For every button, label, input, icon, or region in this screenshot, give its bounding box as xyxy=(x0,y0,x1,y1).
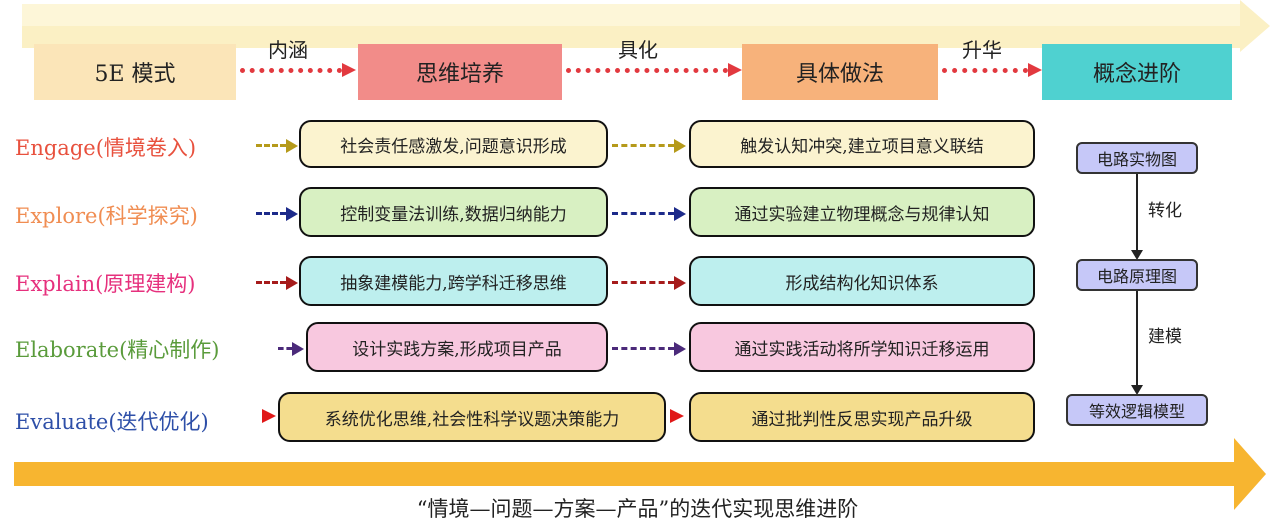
stage-label-evaluate: Evaluate(迭代优化) xyxy=(15,410,209,434)
arrowhead xyxy=(674,276,686,290)
top-progress-arrow xyxy=(22,0,1270,52)
arrow-explain-1 xyxy=(256,281,286,284)
arrow-elaborate-1 xyxy=(278,347,292,350)
concept-arrow-2 xyxy=(1136,291,1138,387)
arrowhead xyxy=(674,207,686,221)
arrowhead xyxy=(292,342,304,356)
arrowhead xyxy=(674,139,686,153)
header-box-5e: 5E 模式 xyxy=(34,44,236,100)
concept-arrow-1 xyxy=(1136,174,1138,252)
practice-text: 通过实践活动将所学知识迁移运用 xyxy=(734,339,990,360)
concept-step-label: 电路实物图 xyxy=(1096,150,1177,169)
arrowhead xyxy=(1131,385,1143,395)
stage-label-engage: Engage(情境卷入) xyxy=(15,136,197,160)
connector-label-connotation: 内涵 xyxy=(268,38,308,62)
arrowhead xyxy=(674,342,686,356)
arrow-explore-2 xyxy=(612,212,674,215)
arrowhead xyxy=(286,276,298,290)
practice-box-elaborate: 通过实践活动将所学知识迁移运用 xyxy=(689,322,1035,372)
thinking-text: 社会责任感激发,问题意识形成 xyxy=(340,136,567,157)
header-box-practice: 具体做法 xyxy=(742,44,938,100)
thinking-box-elaborate: 设计实践方案,形成项目产品 xyxy=(306,322,608,372)
thinking-text: 系统优化思维,社会性科学议题决策能力 xyxy=(324,409,620,430)
thinking-text: 设计实践方案,形成项目产品 xyxy=(352,339,562,360)
arrowhead xyxy=(670,409,684,423)
practice-text: 形成结构化知识体系 xyxy=(785,273,939,294)
connector-label-sublimate: 升华 xyxy=(962,38,1002,62)
arrow-explore-1 xyxy=(256,212,286,215)
arrow-engage-2 xyxy=(612,144,674,147)
practice-box-explain: 形成结构化知识体系 xyxy=(689,256,1035,306)
footer-caption: “情境—问题—方案—产品”的迭代实现思维进阶 xyxy=(416,497,859,521)
header-box-label: 具体做法 xyxy=(795,62,884,87)
thinking-box-explore: 控制变量法训练,数据归纳能力 xyxy=(299,187,608,237)
concept-step-label: 电路原理图 xyxy=(1096,267,1177,286)
practice-box-evaluate: 通过批判性反思实现产品升级 xyxy=(689,392,1035,442)
arrowhead xyxy=(286,139,298,153)
thinking-box-explain: 抽象建模能力,跨学科迁移思维 xyxy=(299,256,608,306)
arrow-elaborate-2 xyxy=(612,347,674,350)
header-box-concept: 概念进阶 xyxy=(1042,44,1232,100)
connector-label-concretize: 具化 xyxy=(618,38,658,62)
stage-label-explain: Explain(原理建构) xyxy=(15,272,196,296)
connector-arrow-sublimate xyxy=(942,63,1042,77)
practice-box-explore: 通过实验建立物理概念与规律认知 xyxy=(689,187,1035,237)
concept-transition-label: 转化 xyxy=(1148,201,1182,221)
concept-step-label: 等效逻辑模型 xyxy=(1088,402,1185,421)
concept-step-physical-circuit: 电路实物图 xyxy=(1076,142,1198,174)
arrowhead xyxy=(262,409,276,423)
header-box-thinking: 思维培养 xyxy=(358,44,562,100)
concept-step-schematic: 电路原理图 xyxy=(1076,259,1198,291)
thinking-box-engage: 社会责任感激发,问题意识形成 xyxy=(299,120,608,168)
concept-step-logic-model: 等效逻辑模型 xyxy=(1066,394,1208,426)
practice-text: 通过实验建立物理概念与规律认知 xyxy=(734,204,990,225)
practice-text: 通过批判性反思实现产品升级 xyxy=(751,409,973,430)
arrow-explain-2 xyxy=(612,281,674,284)
header-box-label: 概念进阶 xyxy=(1092,62,1181,87)
connector-arrow-connotation xyxy=(240,63,356,77)
arrowhead xyxy=(286,207,298,221)
connector-arrow-concretize xyxy=(566,63,742,77)
practice-box-engage: 触发认知冲突,建立项目意义联结 xyxy=(689,120,1035,168)
stage-label-explore: Explore(科学探究) xyxy=(15,204,198,228)
arrow-engage-1 xyxy=(256,144,286,147)
concept-transition-label: 建模 xyxy=(1148,327,1182,347)
thinking-text: 控制变量法训练,数据归纳能力 xyxy=(340,204,567,225)
thinking-box-evaluate: 系统优化思维,社会性科学议题决策能力 xyxy=(278,392,666,442)
header-box-label: 思维培养 xyxy=(415,62,504,87)
practice-text: 触发认知冲突,建立项目意义联结 xyxy=(740,136,984,157)
arrowhead xyxy=(1131,250,1143,260)
header-box-label: 5E 模式 xyxy=(94,62,176,87)
stage-label-elaborate: Elaborate(精心制作) xyxy=(15,338,220,362)
bottom-progress-arrow xyxy=(14,438,1266,510)
thinking-text: 抽象建模能力,跨学科迁移思维 xyxy=(340,273,567,294)
